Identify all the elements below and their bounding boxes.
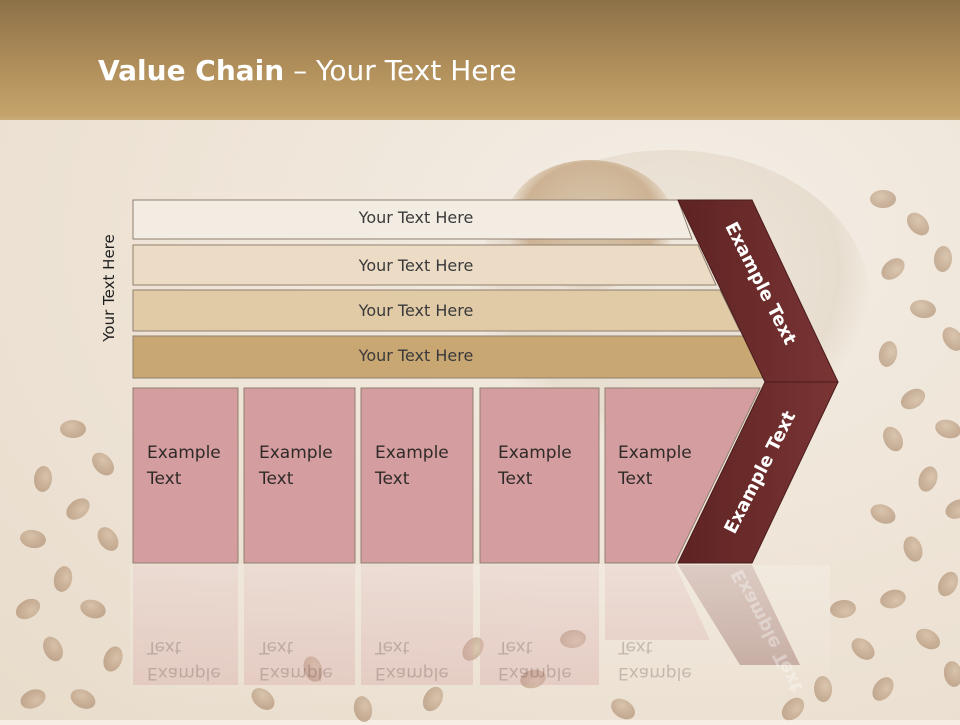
box-label-reflection-4: Example Text: [498, 637, 572, 683]
box-label-1: Example Text: [147, 443, 221, 489]
box-label-5: Example Text: [618, 443, 692, 489]
box-label-4: Example Text: [498, 443, 572, 489]
box-label-reflection-3: Example Text: [375, 637, 449, 683]
row-shape-2[interactable]: [132, 244, 717, 286]
box-label-3: Example Text: [375, 443, 449, 489]
box-shape-1[interactable]: [132, 387, 239, 564]
box-label-reflection-2: Example Text: [259, 637, 333, 683]
row-label-1: Your Text Here: [358, 208, 474, 227]
coffee-bean: [870, 190, 896, 208]
row-shape-1[interactable]: [132, 199, 693, 240]
box-label-reflection-1: Example Text: [147, 637, 221, 683]
row-label-2: Your Text Here: [358, 256, 474, 275]
title-rest: – Your Text Here: [284, 54, 517, 87]
box-label-2: Example Text: [259, 443, 333, 489]
box-shape-3[interactable]: [360, 387, 474, 564]
box-label-reflection-5: Example Text: [618, 637, 692, 683]
diagram-reflection: [130, 565, 830, 715]
slide-title: Value Chain – Your Text Here: [98, 54, 517, 87]
row-label-4: Your Text Here: [358, 346, 474, 365]
row-label-3: Your Text Here: [358, 301, 474, 320]
box-shape-4[interactable]: [479, 387, 600, 564]
box-shape-2[interactable]: [243, 387, 356, 564]
title-bold: Value Chain: [98, 54, 285, 87]
box-shape-5[interactable]: [604, 387, 761, 564]
chevron-lower[interactable]: [677, 381, 839, 564]
row-shape-3[interactable]: [132, 289, 741, 332]
